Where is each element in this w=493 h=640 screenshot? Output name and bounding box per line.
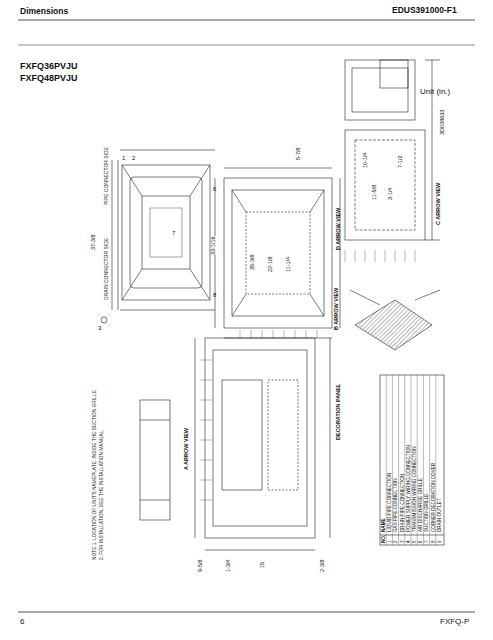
dimension: 35-3/8 xyxy=(250,254,256,270)
table-cell: NO. xyxy=(382,535,387,543)
table-cell: AIR DISCHARGE GRILLE xyxy=(419,478,424,532)
callout-number: 3 xyxy=(98,325,101,331)
dimension: 9-5/8 xyxy=(198,559,204,572)
dimension: 10-1/4 xyxy=(363,152,369,168)
dimension-line xyxy=(395,250,396,262)
dimension: 2-3/8 xyxy=(320,559,326,572)
dimension-line xyxy=(200,460,213,461)
dimension-line xyxy=(284,330,285,338)
dimension-line xyxy=(375,250,376,262)
document-code: EDUS391000-F1 xyxy=(392,6,457,15)
table-cell: DRAIN PIPE CONNECTION xyxy=(401,474,406,532)
dimension-line xyxy=(240,330,241,338)
dimension-line xyxy=(273,330,274,338)
part-label: DECORATION PANEL xyxy=(336,384,342,440)
view-label: C ARROW VIEW xyxy=(436,183,442,225)
table-cell: 2 xyxy=(394,540,399,543)
dimension-line xyxy=(200,360,213,361)
dimension-line xyxy=(200,400,213,401)
page-heading: Dimensions xyxy=(20,6,68,16)
dimension-line xyxy=(251,330,252,338)
dimension-line xyxy=(405,250,406,262)
dimension: 11-5/8 xyxy=(372,185,378,200)
table-cell: 7 xyxy=(425,540,430,543)
table-cell: 8 xyxy=(432,540,437,543)
table-cell: NAME xyxy=(382,518,387,532)
callout-number: 7 xyxy=(172,230,175,236)
dimension: 5-7/8 xyxy=(296,147,302,160)
table-cell: SUCTION GRILLE xyxy=(425,494,430,532)
table-cell: 5 xyxy=(413,540,418,543)
table-cell: LIQUID PIPE CONNECTION xyxy=(388,473,393,532)
callout-number: 2 xyxy=(132,155,135,161)
view-label: D ARROW VIEW xyxy=(336,208,342,250)
callout-number: 6 xyxy=(213,186,216,192)
footer-code: FXFQ-P xyxy=(440,618,469,626)
dimension-line xyxy=(415,250,416,262)
dimension: 11-1/4 xyxy=(286,257,292,272)
table-cell: DRAIN OUTLET xyxy=(438,498,443,532)
dimension-line xyxy=(262,330,263,338)
dimension-line xyxy=(306,330,307,338)
dimension-line xyxy=(200,480,213,481)
table-cell: TRANSMISSION WIRING CONNECTION xyxy=(413,447,418,533)
dimension-line xyxy=(200,440,213,441)
model-name: FXFQ48PVJU xyxy=(20,74,78,83)
table-cell: GAS PIPE CONNECTION xyxy=(394,478,399,532)
dimension: 1-3/4 xyxy=(226,559,232,572)
note-text: 2. FOR INSTALLATION, SEE THE INSTALLATIO… xyxy=(100,429,105,560)
dimension: 33-1/16 xyxy=(211,236,217,255)
table-cell: 4 xyxy=(407,540,412,543)
dimension: 15 xyxy=(260,562,266,568)
side-label: DRAIN CONNECTOR SIDE xyxy=(104,238,109,300)
dimension: 22-1/8 xyxy=(268,256,274,272)
table-cell: 6 xyxy=(419,540,424,543)
model-name: FXFQ36PVJU xyxy=(20,62,78,71)
view-label: A ARROW VIEW xyxy=(184,428,190,470)
dimension-line xyxy=(345,250,346,262)
dimension-line xyxy=(385,250,386,262)
dimension-line xyxy=(200,420,213,421)
callout-number: 8 xyxy=(213,292,216,298)
dimension-line xyxy=(317,330,318,338)
note-text: NOTE 1. LOCATION OF UNIT'S NAMEPLATE: IN… xyxy=(93,389,98,560)
dimension-line xyxy=(355,250,356,262)
table-cell: CORNER DECORATION COVER xyxy=(432,463,437,532)
side-label: PIPE CONNECTOR SIDE xyxy=(104,147,109,205)
table-cell: POWER SUPPLY WIRING CONNECTION xyxy=(407,445,412,532)
table-cell: 1 xyxy=(388,540,393,543)
dimension-line xyxy=(200,500,213,501)
dimension: 3-1/4 xyxy=(388,187,394,200)
callout-number: 1 xyxy=(122,155,125,161)
unit-note: Unit (in.) xyxy=(420,88,450,96)
dimension-line xyxy=(365,250,366,262)
dimension-line xyxy=(200,380,213,381)
dimension: 7-1/2 xyxy=(398,155,404,168)
page-number: 6 xyxy=(20,618,24,626)
table-cell: 3 xyxy=(401,540,406,543)
view-label: B ARROW VIEW xyxy=(334,288,340,330)
dimension: 37-3/8 xyxy=(91,234,97,250)
dimension-line xyxy=(295,330,296,338)
drawing-number: 3D038633 xyxy=(440,110,446,135)
table-cell: 9 xyxy=(438,540,443,543)
